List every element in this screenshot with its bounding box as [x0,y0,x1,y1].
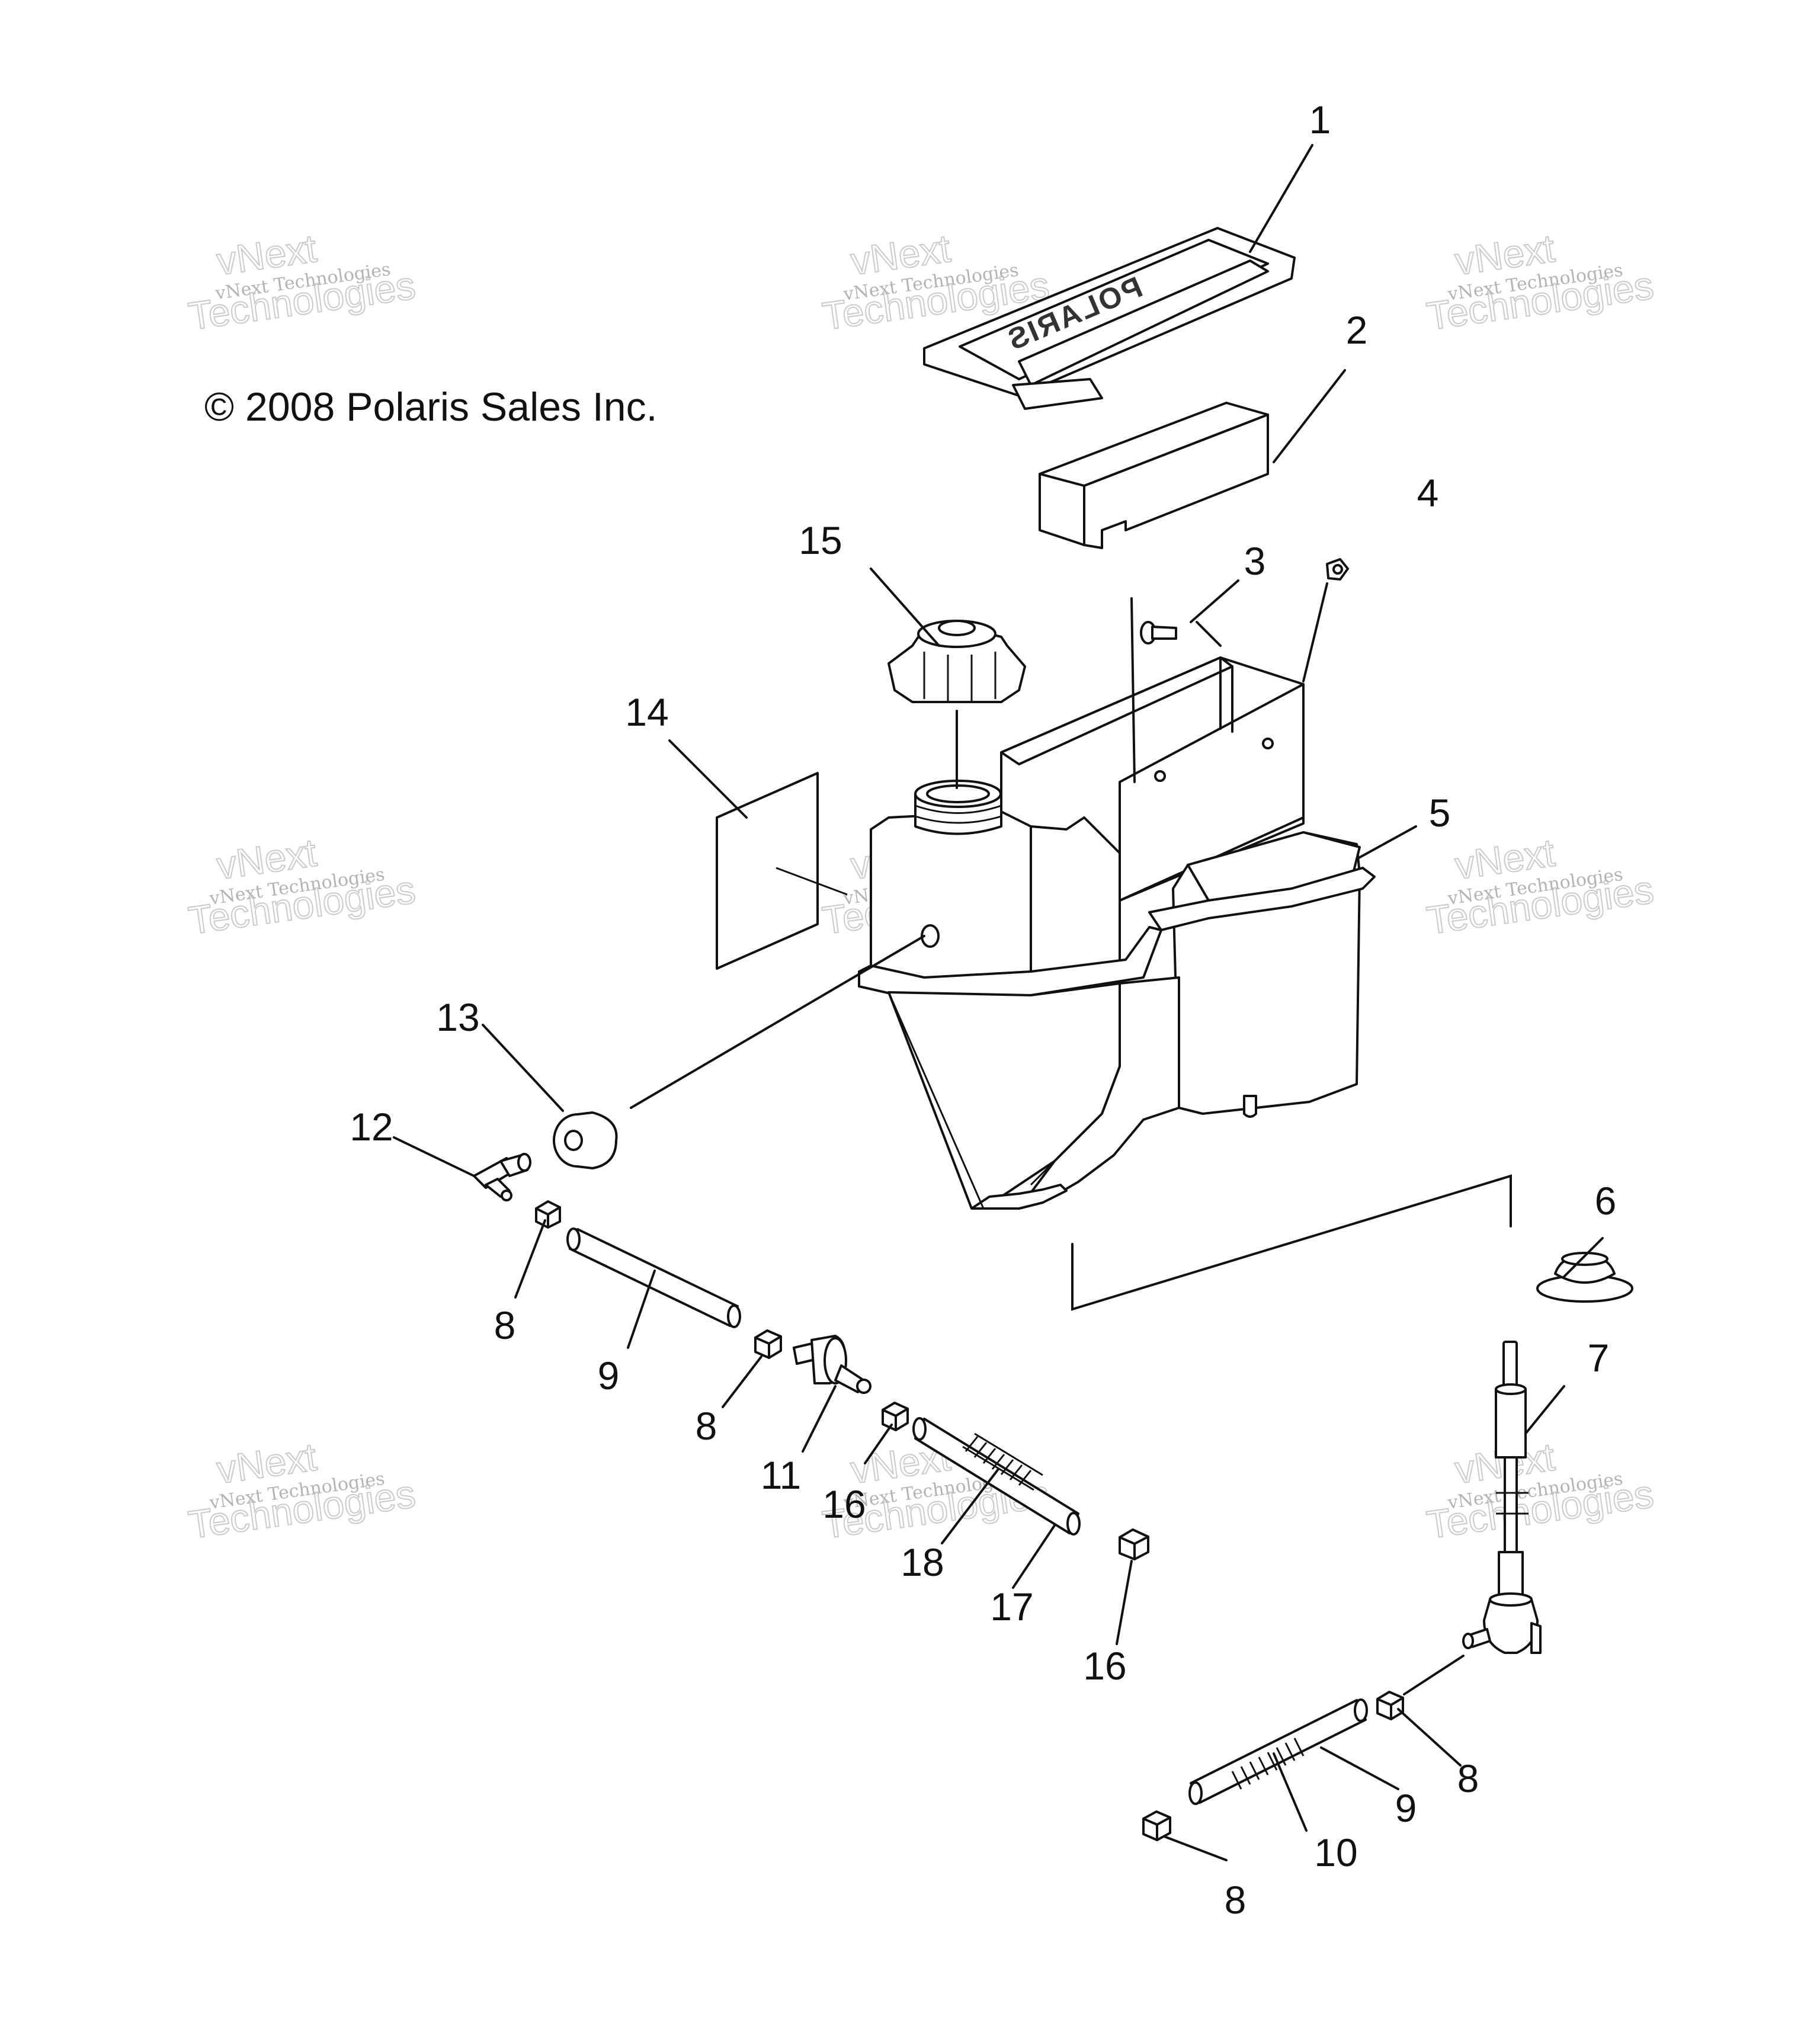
callout-8-right: 8 [1457,1756,1479,1800]
callout-6: 6 [1595,1179,1617,1223]
part-16-clamp-upper [882,1402,909,1431]
callout-8-bottom: 8 [1225,1878,1247,1922]
part-2-foam-pad [1039,402,1269,549]
callout-16-lower: 16 [1083,1644,1126,1688]
callout-3: 3 [1244,539,1266,583]
callout-5: 5 [1429,791,1451,835]
watermark-low-left: vNext vNext Technologies Technologies [185,1434,419,1547]
part-4-nut [1326,558,1349,581]
callout-7: 7 [1588,1336,1610,1380]
part-17-hose-with-spring [912,1417,1081,1536]
callout-16-upper: 16 [822,1482,866,1526]
part-12-elbow-fitting [473,1153,531,1201]
callout-10: 10 [1314,1831,1357,1874]
callout-numbers: 1 2 3 4 5 6 7 8 9 8 11 12 13 14 15 16 18… [350,98,1616,1922]
watermark-top-left: vNext vNext Technologies Technologies [185,226,419,339]
callout-13: 13 [436,995,479,1039]
callout-4: 4 [1417,471,1439,515]
callout-15: 15 [799,518,842,562]
part-9-hose-upper [566,1227,741,1328]
watermark-top-center: vNext vNext Technologies Technologies [819,226,1053,339]
callout-9-upper: 9 [598,1354,620,1397]
callout-8-mid: 8 [696,1404,717,1448]
part-3-screw [1140,621,1177,645]
callout-2: 2 [1346,308,1368,352]
callout-18: 18 [901,1540,944,1584]
part-5-fuel-tank [858,656,1376,1210]
watermark-mid-right: vNext vNext Technologies Technologies [1424,830,1657,943]
part-11-check-valve [793,1335,871,1394]
part-14-decal [716,772,848,970]
part-8-clamp-bottom [1142,1810,1171,1841]
part-16-clamp-lower [1119,1528,1149,1560]
callout-8-upper: 8 [494,1303,516,1347]
part-18-spring [962,1432,1043,1491]
part-10-spring [1231,1738,1305,1790]
callout-17: 17 [990,1585,1033,1629]
part-15-filler-cap [887,620,1026,703]
copyright-text: © 2008 Polaris Sales Inc. [204,384,658,429]
leader-lines [393,144,1604,1861]
part-1-tank-cover: POLARIS [923,227,1296,410]
watermark-top-right: vNext vNext Technologies Technologies [1424,226,1657,339]
part-7-fuel-valve [1462,1341,1542,1654]
callout-1: 1 [1309,98,1331,142]
watermark-low-right: vNext vNext Technologies Technologies [1424,1434,1657,1547]
callout-12: 12 [350,1105,393,1149]
callout-14: 14 [625,690,668,734]
part-8-clamp-right [1376,1691,1404,1720]
callout-9-lower: 9 [1395,1786,1417,1830]
part-8-clamp-upper [535,1200,561,1229]
part-13-grommet [553,1111,618,1169]
part-6-tank-grommet [1536,1252,1633,1303]
part-8-clamp-mid [754,1329,782,1359]
watermark-mid-left: vNext vNext Technologies Technologies [185,830,419,943]
callout-11: 11 [761,1453,802,1497]
